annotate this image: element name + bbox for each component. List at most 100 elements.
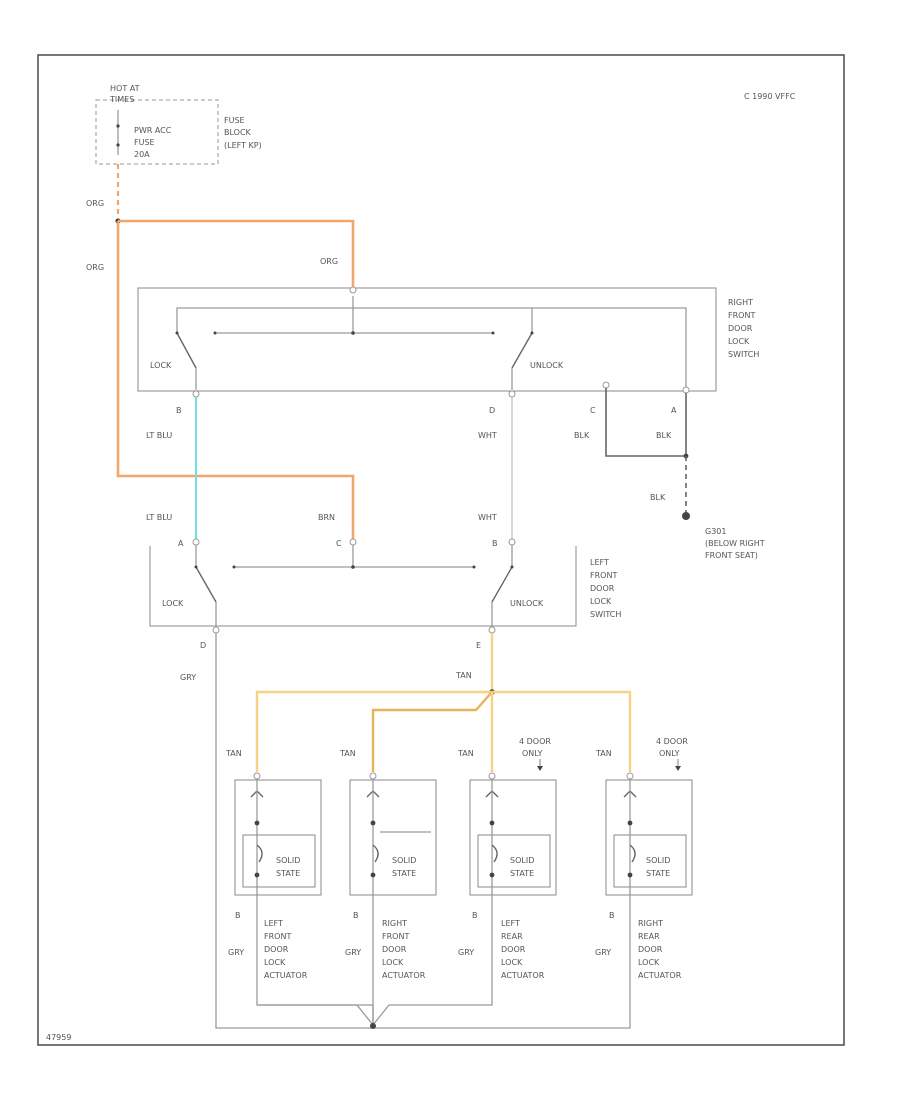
right-switch-name-2: FRONT — [728, 311, 755, 320]
copyright-label: C 1990 VFFC — [744, 92, 796, 101]
actuator-1-name-3: DOOR — [264, 945, 289, 954]
actuator-left-rear: SOLID STATE B LEFT REAR DOOR LOCK ACTUAT… — [458, 772, 557, 980]
actuator-2-name-2: FRONT — [382, 932, 409, 941]
fuse-block-name-1: FUSE — [224, 116, 245, 125]
actuator-2-label-2: STATE — [392, 869, 416, 878]
actuator-2-label-1: SOLID — [392, 856, 416, 865]
right-switch-pin-a: A — [671, 406, 677, 415]
hot-at-label: HOT AT — [110, 84, 140, 93]
svg-text:ONLY: ONLY — [522, 749, 543, 758]
left-switch-name-1: LEFT — [590, 558, 609, 567]
right-switch-pin-c: C — [590, 406, 596, 415]
right-switch-name-3: DOOR — [728, 324, 753, 333]
actuator-2-name-5: ACTUATOR — [382, 971, 426, 980]
actuator-4-name-1: RIGHT — [638, 919, 663, 928]
actuator-3-label-1: SOLID — [510, 856, 534, 865]
hot-times-label: TIMES — [109, 95, 134, 104]
left-switch-name-2: FRONT — [590, 571, 617, 580]
ground-name-3: FRONT SEAT) — [705, 551, 758, 560]
wire-label-org-1: ORG — [86, 199, 104, 208]
wire-label-gry-4: GRY — [595, 948, 611, 957]
note-4-door-right-rear: 4 DOOR ONLY — [656, 737, 688, 771]
actuator-left-front: SOLID STATE B LEFT FRONT DOOR LOCK ACTUA… — [228, 772, 322, 980]
actuator-3-pin-b: B — [472, 911, 478, 920]
svg-text:4 DOOR: 4 DOOR — [656, 737, 688, 746]
actuator-4-label-2: STATE — [646, 869, 670, 878]
right-front-door-lock-switch: LOCK UNLOCK RIGHT FRONT DOOR LOCK SWITCH… — [137, 286, 759, 415]
wire-label-gry-2: GRY — [345, 948, 361, 957]
right-switch-lock-label: LOCK — [150, 361, 172, 370]
actuator-2-name-4: LOCK — [382, 958, 404, 967]
note-4-door-left-rear: 4 DOOR ONLY — [519, 737, 551, 771]
actuator-3-name-5: ACTUATOR — [501, 971, 545, 980]
fuse-name-2: FUSE — [134, 138, 155, 147]
right-switch-name-4: LOCK — [728, 337, 750, 346]
right-switch-name-1: RIGHT — [728, 298, 753, 307]
actuator-4-name-4: LOCK — [638, 958, 660, 967]
actuator-3-name-4: LOCK — [501, 958, 523, 967]
wire-label-lt-blu-2: LT BLU — [146, 513, 172, 522]
ground-node — [682, 512, 690, 520]
wire-label-wht-1: WHT — [478, 431, 497, 440]
wire-label-tan-3: TAN — [457, 749, 474, 758]
actuator-right-front: SOLID STATE B RIGHT FRONT DOOR LOCK ACTU… — [345, 772, 437, 980]
actuator-4-name-3: DOOR — [638, 945, 663, 954]
right-switch-unlock-label: UNLOCK — [530, 361, 564, 370]
ground-name-1: G301 — [705, 527, 726, 536]
actuator-4-pin-b: B — [609, 911, 615, 920]
fuse-block: HOT AT TIMES PWR ACC FUSE 20A FUSE BLOCK… — [95, 84, 262, 165]
wire-label-brn: BRN — [318, 513, 335, 522]
wire-label-tan-2: TAN — [339, 749, 356, 758]
left-switch-pin-d: D — [200, 641, 206, 650]
wire-label-org-2: ORG — [320, 257, 338, 266]
wire-label-tan-1: TAN — [225, 749, 242, 758]
actuator-4-label-1: SOLID — [646, 856, 670, 865]
gry-splice-node — [370, 1023, 376, 1029]
fuse-block-name-2: BLOCK — [224, 128, 252, 137]
figure-id-label: 47959 — [46, 1033, 71, 1042]
wire-label-gry-3: GRY — [458, 948, 474, 957]
actuator-right-rear: SOLID STATE B RIGHT REAR DOOR LOCK ACTUA… — [595, 772, 693, 980]
svg-text:4 DOOR: 4 DOOR — [519, 737, 551, 746]
left-front-door-lock-switch: LOCK UNLOCK LEFT FRONT DOOR LOCK SWITCH … — [149, 538, 621, 650]
left-switch-pin-c: C — [336, 539, 342, 548]
fuse-block-name-3: (LEFT KP) — [224, 141, 262, 150]
left-switch-name-3: DOOR — [590, 584, 615, 593]
actuator-2-name-3: DOOR — [382, 945, 407, 954]
wire-label-blk-3: BLK — [650, 493, 666, 502]
actuator-1-pin-b: B — [235, 911, 241, 920]
fuse-name-3: 20A — [134, 150, 150, 159]
actuator-1-name-1: LEFT — [264, 919, 283, 928]
actuator-3-label-2: STATE — [510, 869, 534, 878]
actuator-1-name-5: ACTUATOR — [264, 971, 308, 980]
wire-label-org-3: ORG — [86, 263, 104, 272]
left-switch-pin-b: B — [492, 539, 498, 548]
right-switch-pin-d: D — [489, 406, 495, 415]
wire-label-gry-1: GRY — [228, 948, 244, 957]
right-switch-pin-b: B — [176, 406, 182, 415]
gry-return-wires — [256, 898, 493, 1029]
actuator-2-name-1: RIGHT — [382, 919, 407, 928]
left-switch-unlock-label: UNLOCK — [510, 599, 544, 608]
wire-label-lt-blu-1: LT BLU — [146, 431, 172, 440]
wire-label-tan-4: TAN — [595, 749, 612, 758]
actuator-4-name-5: ACTUATOR — [638, 971, 682, 980]
ground-name-2: (BELOW RIGHT — [705, 539, 765, 548]
actuator-1-label-2: STATE — [276, 869, 300, 878]
actuator-3-name-3: DOOR — [501, 945, 526, 954]
actuator-3-name-1: LEFT — [501, 919, 520, 928]
actuator-1-name-4: LOCK — [264, 958, 286, 967]
left-switch-lock-label: LOCK — [162, 599, 184, 608]
left-switch-pin-a: A — [178, 539, 184, 548]
left-switch-name-4: LOCK — [590, 597, 612, 606]
left-switch-pin-e: E — [476, 641, 481, 650]
diagram-frame — [37, 54, 845, 1046]
fuse-name-1: PWR ACC — [134, 126, 172, 135]
left-switch-name-5: SWITCH — [590, 610, 621, 619]
actuator-3-name-2: REAR — [501, 932, 523, 941]
wire-label-gry-main: GRY — [180, 673, 196, 682]
right-switch-name-5: SWITCH — [728, 350, 759, 359]
wire-label-blk-2: BLK — [656, 431, 672, 440]
wire-label-blk-1: BLK — [574, 431, 590, 440]
